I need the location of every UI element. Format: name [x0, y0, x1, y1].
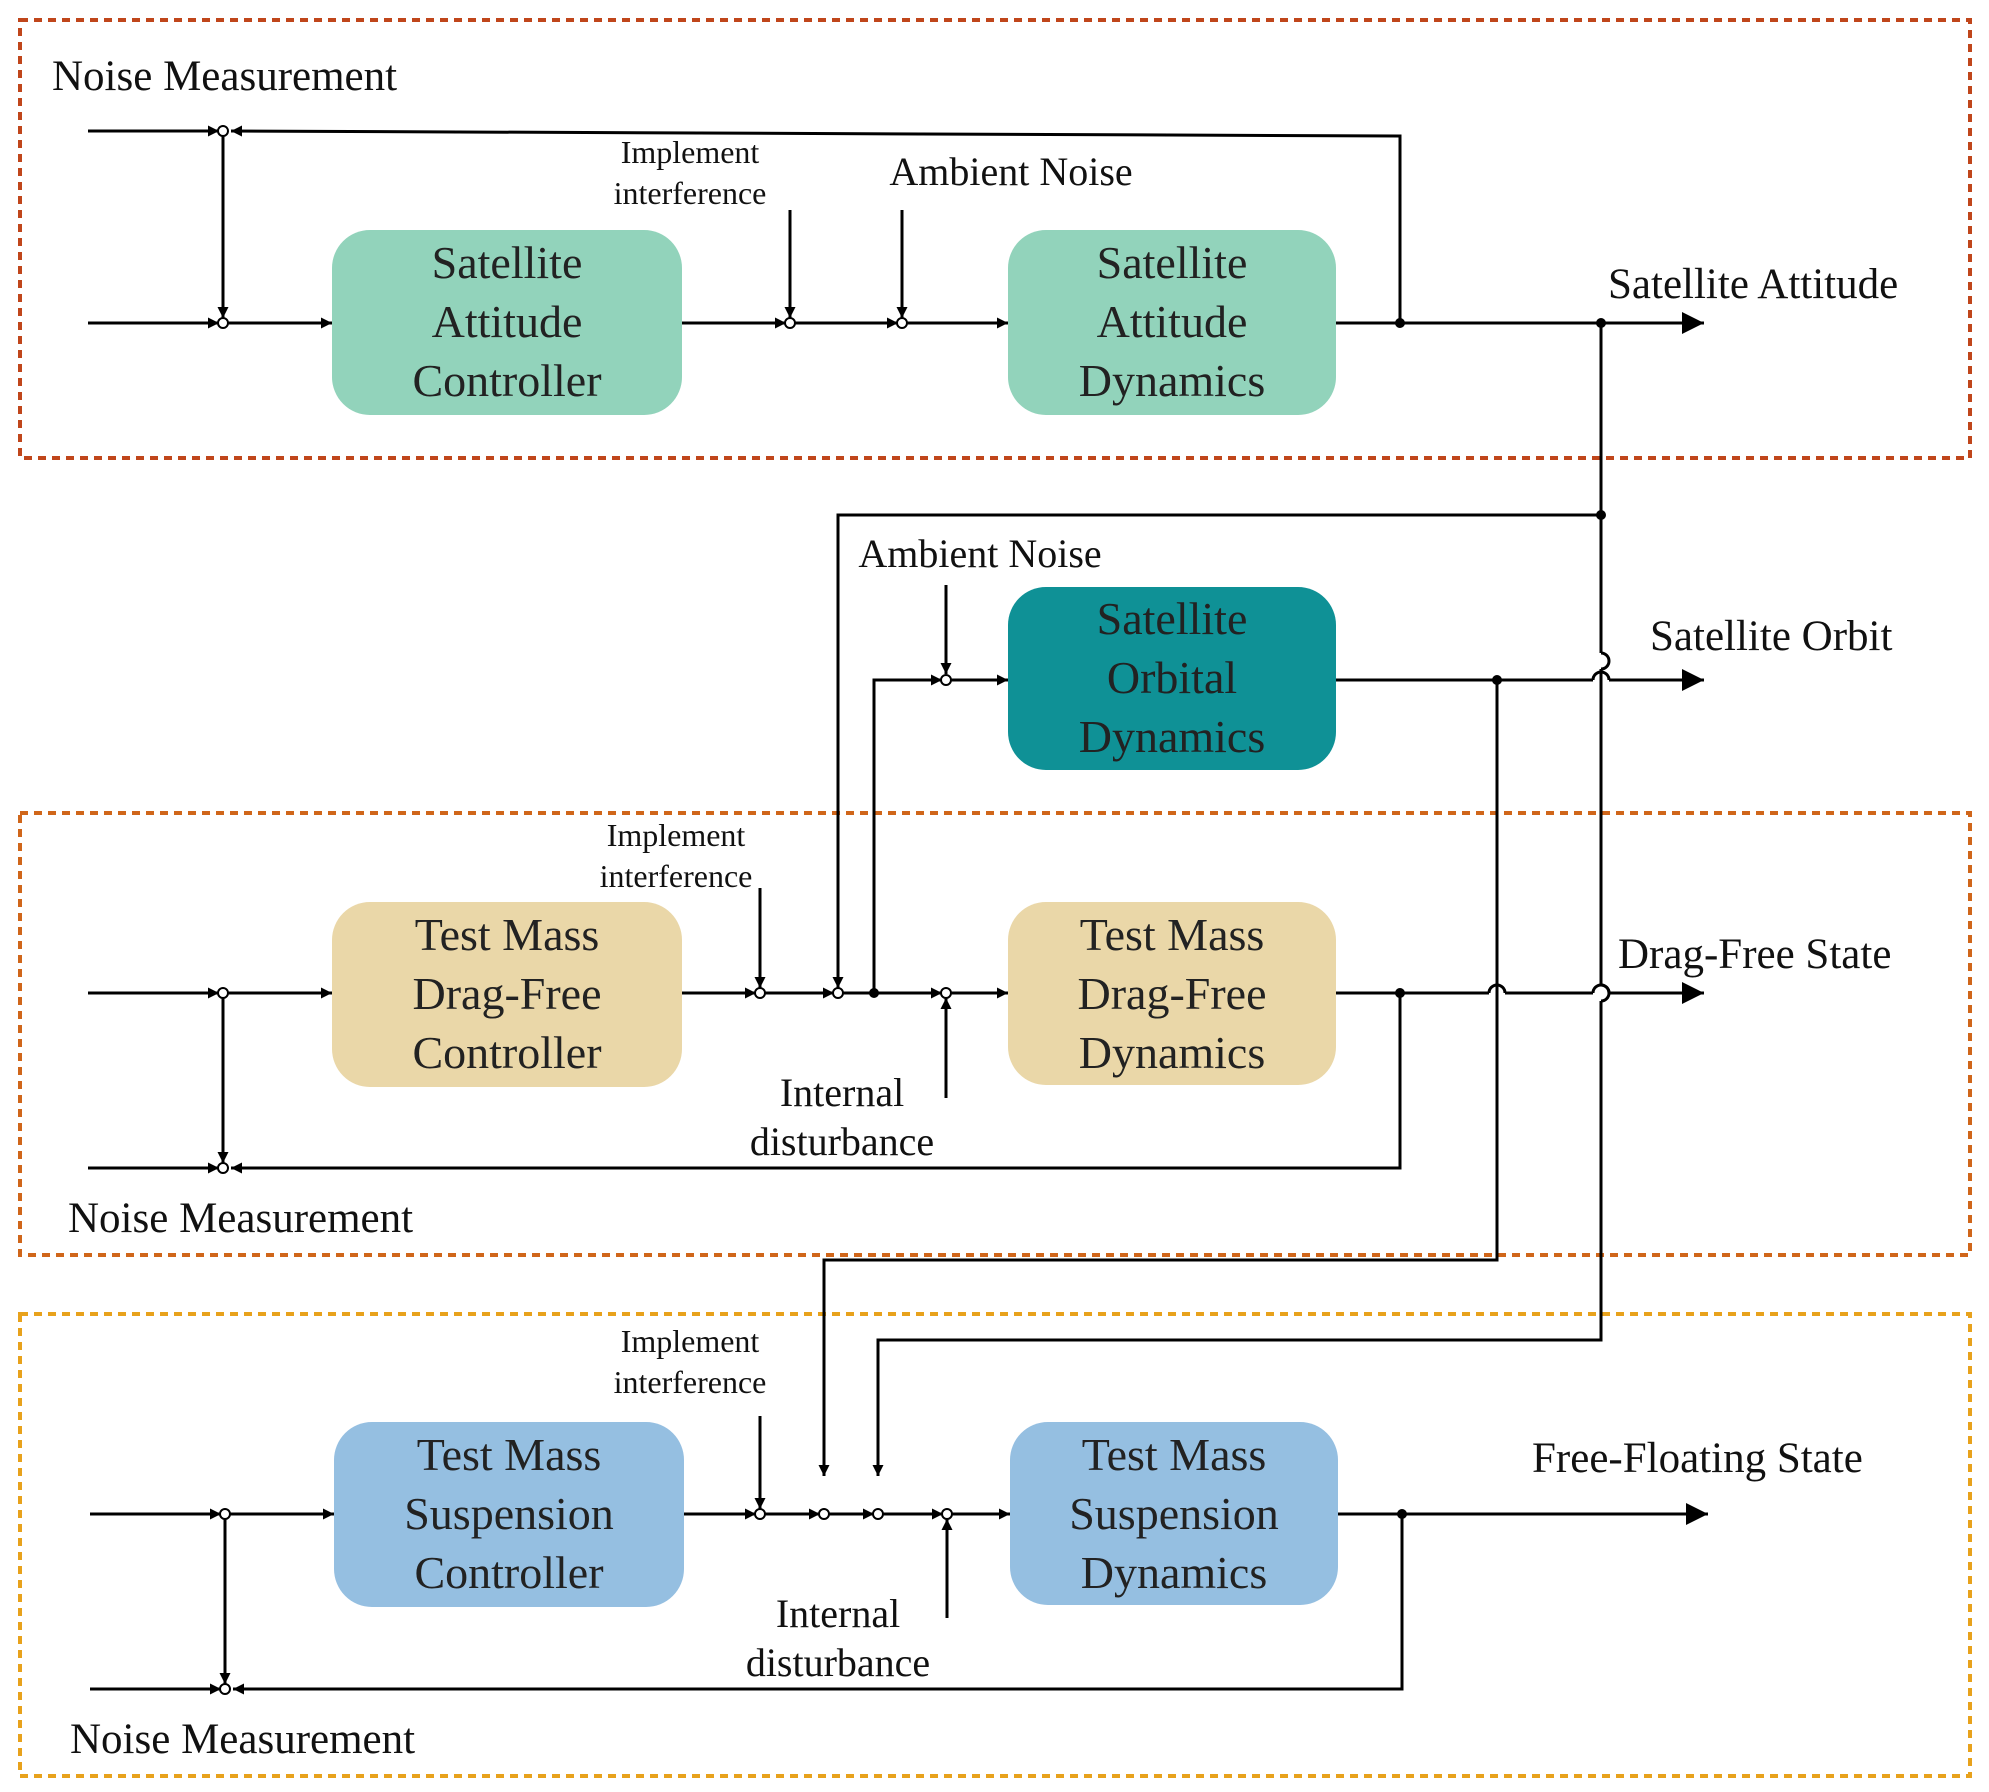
svg-text:Controller: Controller — [412, 355, 601, 406]
satellite-attitude-controller-block: Satellite Attitude Controller — [332, 230, 682, 415]
suspension-disturbance-label: disturbance — [746, 1640, 930, 1685]
svg-text:Controller: Controller — [414, 1547, 603, 1598]
dragfree-loop-group — [18, 811, 1972, 1257]
orbit-wires — [818, 323, 1704, 1476]
attitude-noise-measurement-label: Noise Measurement — [52, 53, 397, 100]
svg-text:Controller: Controller — [412, 1027, 601, 1078]
svg-text:Test Mass: Test Mass — [1082, 1429, 1267, 1480]
satellite-orbital-dynamics-block: Satellite Orbital Dynamics — [1008, 587, 1336, 770]
svg-text:Dynamics: Dynamics — [1081, 1547, 1268, 1598]
svg-text:Attitude: Attitude — [432, 296, 583, 347]
svg-text:Suspension: Suspension — [404, 1488, 614, 1539]
free-floating-state-output-label: Free-Floating State — [1532, 1435, 1863, 1482]
test-mass-drag-free-dynamics-block: Test Mass Drag-Free Dynamics — [1008, 902, 1336, 1085]
svg-text:Dynamics: Dynamics — [1079, 711, 1266, 762]
attitude-interference-label: interference — [614, 175, 767, 211]
dragfree-interference-label: interference — [600, 858, 753, 894]
drag-free-state-output-label: Drag-Free State — [1618, 931, 1891, 978]
summing-junctions — [217, 125, 953, 1695]
svg-text:Dynamics: Dynamics — [1079, 355, 1266, 406]
dragfree-internal-label: Internal — [780, 1070, 904, 1115]
svg-text:Test Mass: Test Mass — [417, 1429, 602, 1480]
satellite-attitude-dynamics-block: Satellite Attitude Dynamics — [1008, 230, 1336, 415]
suspension-interference-label: interference — [614, 1364, 767, 1400]
attitude-implement-label: Implement — [621, 134, 760, 170]
satellite-orbit-output-label: Satellite Orbit — [1650, 613, 1892, 660]
test-mass-drag-free-controller-block: Test Mass Drag-Free Controller — [332, 902, 682, 1087]
suspension-implement-label: Implement — [621, 1323, 760, 1359]
attitude-ambient-noise-label: Ambient Noise — [889, 149, 1132, 194]
orbit-ambient-noise-label: Ambient Noise — [858, 531, 1101, 576]
svg-text:Attitude: Attitude — [1097, 296, 1248, 347]
svg-text:Test Mass: Test Mass — [1080, 909, 1265, 960]
svg-text:Satellite: Satellite — [432, 237, 583, 288]
dragfree-disturbance-label: disturbance — [750, 1119, 934, 1164]
svg-text:Dynamics: Dynamics — [1079, 1027, 1266, 1078]
svg-text:Suspension: Suspension — [1069, 1488, 1279, 1539]
dragfree-implement-label: Implement — [607, 817, 746, 853]
suspension-loop-wires — [90, 1416, 1708, 1695]
test-mass-suspension-dynamics-block: Test Mass Suspension Dynamics — [1010, 1422, 1338, 1605]
attitude-loop-group — [18, 18, 1972, 460]
suspension-internal-label: Internal — [776, 1591, 900, 1636]
svg-text:Drag-Free: Drag-Free — [412, 968, 601, 1019]
svg-text:Satellite: Satellite — [1097, 237, 1248, 288]
dragfree-noise-measurement-label: Noise Measurement — [68, 1195, 413, 1242]
test-mass-suspension-controller-block: Test Mass Suspension Controller — [334, 1422, 684, 1607]
attitude-loop-wires — [88, 125, 1704, 334]
svg-text:Drag-Free: Drag-Free — [1077, 968, 1266, 1019]
svg-text:Satellite: Satellite — [1097, 593, 1248, 644]
svg-text:Test Mass: Test Mass — [415, 909, 600, 960]
svg-text:Orbital: Orbital — [1107, 652, 1237, 703]
suspension-loop-group — [18, 1312, 1972, 1778]
dragfree-loop-wires — [88, 888, 1704, 1174]
satellite-attitude-output-label: Satellite Attitude — [1608, 261, 1898, 308]
suspension-noise-measurement-label: Noise Measurement — [70, 1716, 415, 1763]
